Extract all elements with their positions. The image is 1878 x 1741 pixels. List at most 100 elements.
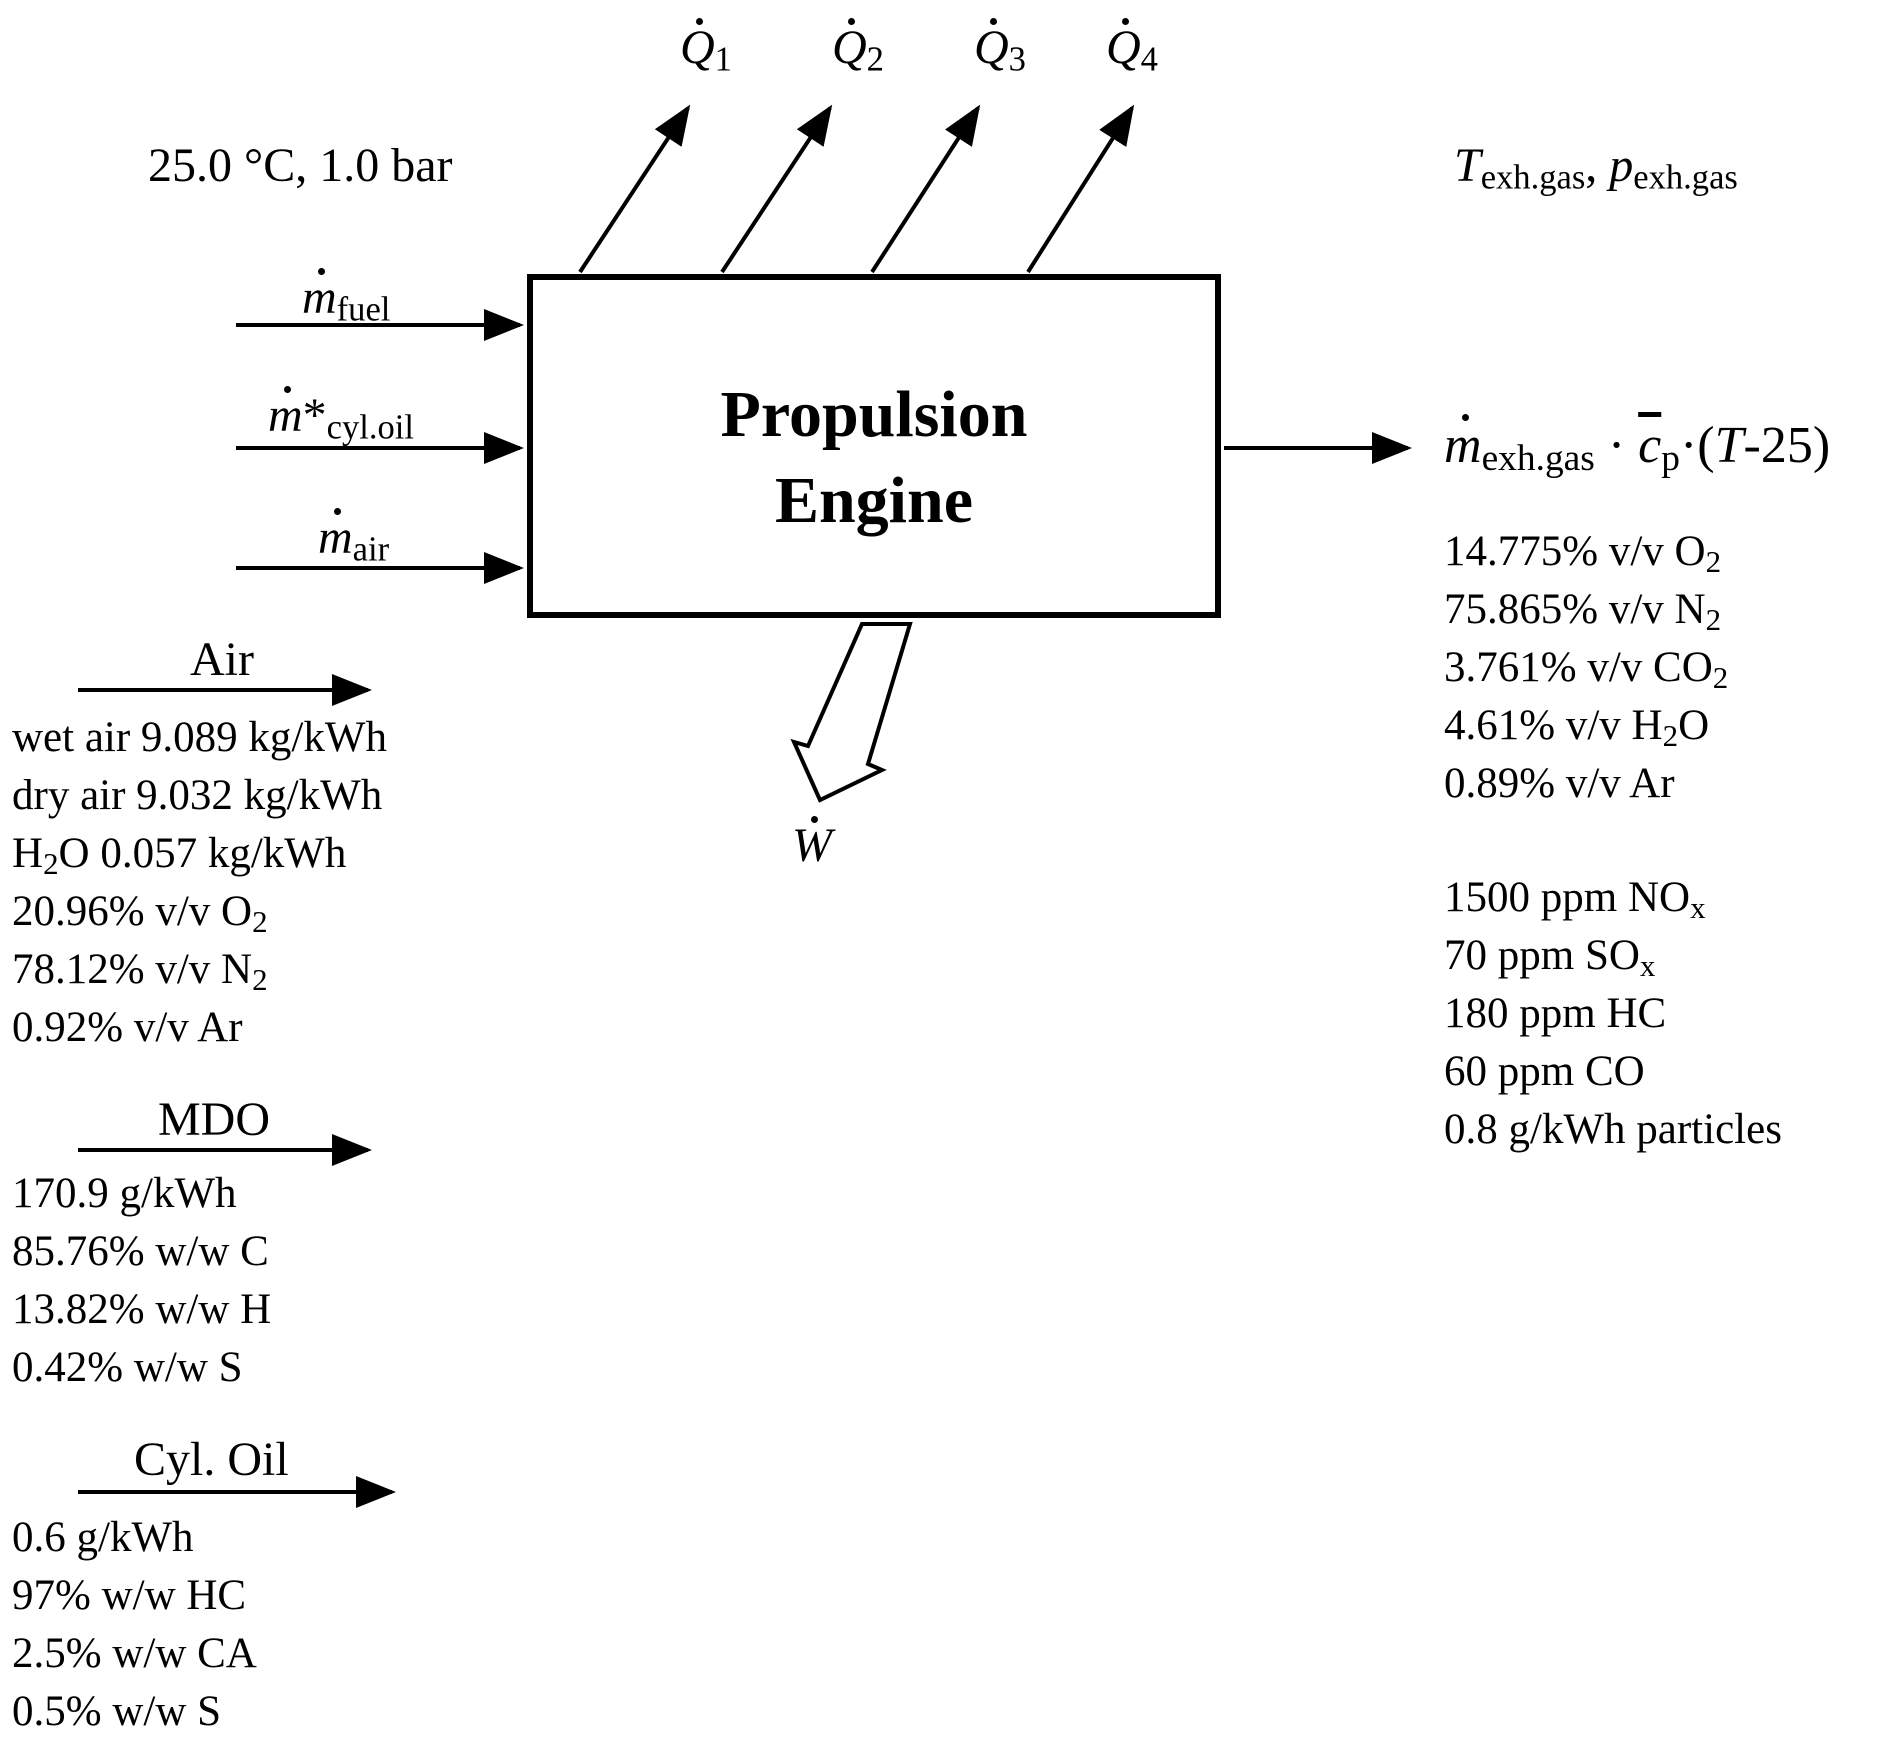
fuel-flow-label: mfuel	[302, 268, 391, 329]
exhaust-temperature-subscript: exh.gas	[1480, 158, 1586, 197]
air-subscript: air	[352, 530, 390, 569]
air-stream-item: wet air 9.089 kg/kWh	[12, 716, 387, 759]
exhaust-pressure-subscript: exh.gas	[1633, 158, 1738, 197]
exhaust-composition-value: 3.761% v/v CO	[1444, 644, 1713, 691]
work-symbol: W	[792, 816, 832, 872]
engine-title-line-1: Propulsion	[720, 378, 1028, 451]
air-mass-symbol: m	[318, 508, 353, 564]
heat-index-3: 3	[1008, 40, 1026, 79]
mdo-stream-value: 170.9 g/kWh	[12, 1170, 237, 1217]
heat-label-2: Q2	[832, 18, 884, 79]
exhaust-composition-item: 4.61% v/v H2O	[1444, 704, 1709, 752]
exhaust-emission-value: 1500 ppm NO	[1444, 874, 1691, 921]
cyl-oil-subscript: cyl.oil	[326, 408, 414, 447]
air-stream-subscript: 2	[252, 961, 268, 997]
exhaust-composition-value: 4.61% v/v H	[1444, 702, 1663, 749]
exhaust-flow-expression: mexh.gas · cp·(T-25)	[1444, 413, 1831, 480]
exhaust-emission-item: 180 ppm HC	[1444, 992, 1666, 1035]
cyl-oil-stream-label: Cyl. Oil	[134, 1433, 289, 1486]
exhaust-composition-item: 0.89% v/v Ar	[1444, 762, 1675, 805]
air-stream-tail: O 0.057 kg/kWh	[58, 830, 347, 877]
air-stream-value: 0.92% v/v Ar	[12, 1004, 243, 1051]
exhaust-emission-item: 60 ppm CO	[1444, 1050, 1645, 1093]
air-stream-value: H	[12, 830, 44, 877]
exhaust-composition-subscript: 2	[1712, 659, 1729, 695]
air-stream-value: dry air 9.032 kg/kWh	[12, 772, 383, 819]
air-stream-value: 78.12% v/v N	[12, 946, 253, 993]
propulsion-engine-box: Propulsion Engine	[527, 274, 1221, 618]
air-stream-value: 20.96% v/v O	[12, 888, 253, 935]
mdo-stream-value: 85.76% w/w C	[12, 1228, 269, 1275]
cyl-oil-stream-value: 0.6 g/kWh	[12, 1514, 194, 1561]
air-stream-value: wet air 9.089 kg/kWh	[12, 714, 387, 761]
exhaust-composition-item: 14.775% v/v O2	[1444, 530, 1721, 578]
heat-symbol-2: Q	[832, 18, 867, 74]
exhaust-composition-value: 75.865% v/v N	[1444, 586, 1706, 633]
exhaust-close: -25)	[1743, 417, 1831, 474]
heat-arrow-4	[1026, 104, 1135, 274]
exhaust-emission-value: 70 ppm SO	[1444, 932, 1640, 979]
heat-index-2: 2	[866, 40, 884, 79]
air-stream-item: 20.96% v/v O2	[12, 890, 268, 938]
exhaust-composition-tail: O	[1678, 702, 1710, 749]
cyl-oil-stream-item: 97% w/w HC	[12, 1574, 246, 1617]
exhaust-pressure-symbol: p	[1609, 139, 1634, 192]
exhaust-cdot: ·	[1607, 417, 1626, 474]
heat-label-3: Q3	[974, 18, 1026, 79]
exhaust-state-separator: ,	[1585, 139, 1598, 192]
air-stream-item: H2O 0.057 kg/kWh	[12, 832, 346, 880]
mdo-stream-item: 13.82% w/w H	[12, 1288, 271, 1331]
mdo-stream-item: 85.76% w/w C	[12, 1230, 269, 1273]
heat-label-1: Q1	[680, 18, 732, 79]
exhaust-t-symbol: T	[1714, 417, 1744, 474]
cyl-oil-star: *	[302, 389, 327, 442]
cyl-oil-stream-value: 2.5% w/w CA	[12, 1630, 257, 1677]
cyl-oil-flow-label: m*cyl.oil	[268, 386, 414, 447]
cyl-oil-stream-item: 0.6 g/kWh	[12, 1516, 194, 1559]
work-label: W	[792, 816, 832, 872]
mdo-stream-value: 0.42% w/w S	[12, 1344, 243, 1391]
exhaust-composition-subscript: 2	[1705, 543, 1722, 579]
air-stream-item: 0.92% v/v Ar	[12, 1006, 243, 1049]
exhaust-composition-subscript: 2	[1705, 601, 1722, 637]
heat-symbol-3: Q	[974, 18, 1009, 74]
exhaust-emission-value: 60 ppm CO	[1444, 1048, 1645, 1095]
exhaust-emission-subscript: x	[1690, 889, 1706, 925]
heat-arrow-2	[720, 104, 833, 274]
cyl-oil-stream-value: 97% w/w HC	[12, 1572, 247, 1619]
exhaust-composition-value: 0.89% v/v Ar	[1444, 760, 1675, 807]
engine-title-line-2: Engine	[774, 463, 974, 537]
cyl-oil-stream-item: 0.5% w/w S	[12, 1690, 221, 1733]
exhaust-emission-item: 70 ppm SOx	[1444, 934, 1655, 982]
ambient-conditions: 25.0 °C, 1.0 bar	[148, 139, 453, 192]
exhaust-emission-value: 180 ppm HC	[1444, 990, 1667, 1037]
heat-index-1: 1	[714, 40, 732, 79]
exhaust-composition-subscript: 2	[1662, 717, 1679, 753]
exhaust-composition-value: 14.775% v/v O	[1444, 528, 1706, 575]
exhaust-state-label: Texh.gas, pexh.gas	[1454, 142, 1738, 195]
exhaust-cp-symbol: c	[1638, 417, 1662, 474]
heat-arrow-3	[870, 104, 981, 274]
cyl-oil-stream-item: 2.5% w/w CA	[12, 1632, 257, 1675]
heat-label-4: Q4	[1106, 18, 1158, 79]
heat-index-4: 4	[1140, 40, 1158, 79]
air-stream-subscript: 2	[252, 903, 268, 939]
heat-symbol-1: Q	[680, 18, 715, 74]
mdo-stream-item: 0.42% w/w S	[12, 1346, 243, 1389]
heat-symbol-4: Q	[1106, 18, 1141, 74]
air-stream-subscript: 2	[43, 845, 59, 881]
fuel-subscript: fuel	[336, 290, 391, 329]
exhaust-open-paren: ·(	[1679, 417, 1715, 474]
air-stream-label: Air	[190, 633, 254, 686]
air-stream-item: 78.12% v/v N2	[12, 948, 268, 996]
exhaust-composition-item: 75.865% v/v N2	[1444, 588, 1721, 636]
exhaust-mass-symbol: m	[1444, 413, 1482, 474]
air-flow-label: mair	[318, 508, 390, 569]
exhaust-mass-subscript: exh.gas	[1481, 438, 1595, 480]
heat-arrow-1	[578, 104, 691, 274]
mdo-stream-label: MDO	[158, 1093, 271, 1146]
cyl-oil-stream-value: 0.5% w/w S	[12, 1688, 222, 1735]
air-stream-item: dry air 9.032 kg/kWh	[12, 774, 382, 817]
mdo-stream-item: 170.9 g/kWh	[12, 1172, 237, 1215]
